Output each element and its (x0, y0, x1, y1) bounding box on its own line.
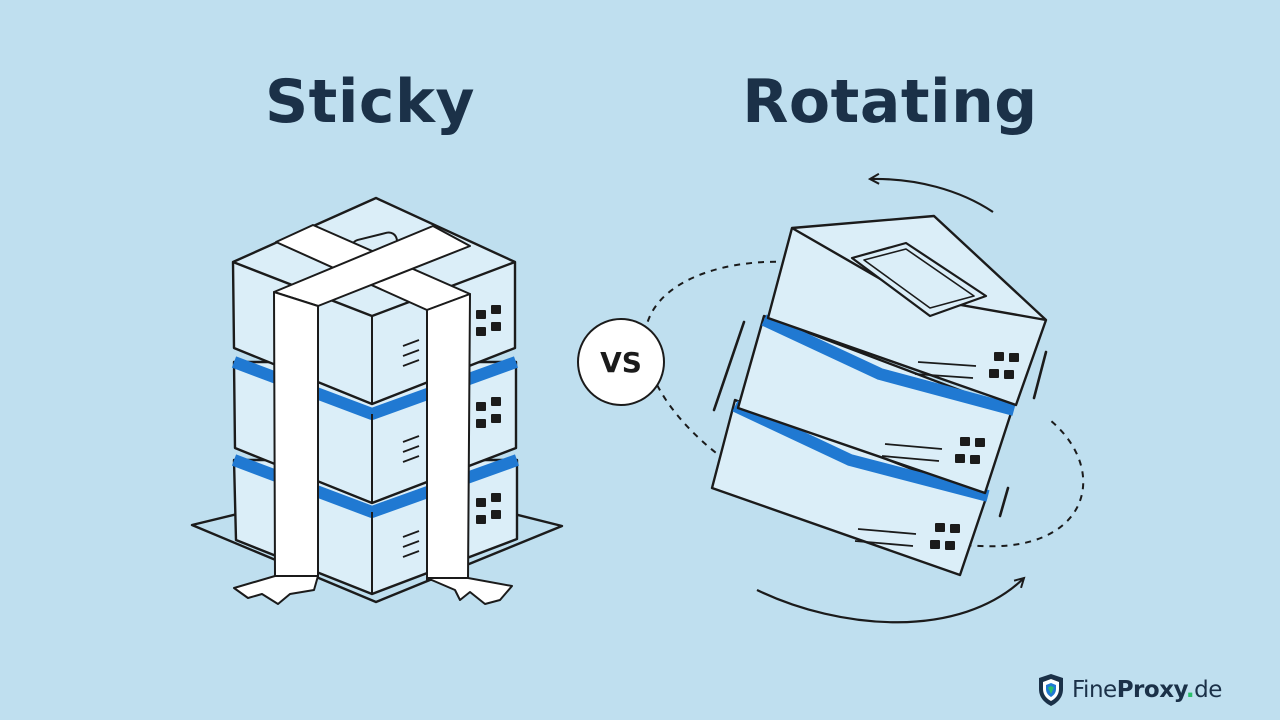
rotation-arrow-bottom (756, 578, 1024, 624)
tape-strap-right (233, 225, 471, 605)
motion-lines (712, 320, 1048, 518)
shield-logo-icon (1039, 674, 1063, 706)
brand-name-part2: Proxy (1116, 677, 1187, 703)
vs-badge: VS (577, 318, 665, 406)
brand-name: FineProxy.de (1072, 677, 1222, 703)
taped-server-stack-icon (190, 196, 564, 605)
brand-tld: de (1194, 677, 1222, 703)
brand-dot: . (1185, 677, 1195, 703)
rotation-arrow-top (870, 179, 994, 213)
rotating-tier-top (766, 214, 1048, 407)
rotating-tier-middle (736, 314, 1016, 495)
sticky-title: Sticky (264, 67, 476, 137)
fineproxy-logo[interactable]: FineProxy.de (1036, 670, 1222, 710)
rotating-server-stack-icon (643, 179, 1085, 624)
rotating-title: Rotating (742, 67, 1038, 137)
brand-name-part1: Fine (1072, 677, 1117, 703)
